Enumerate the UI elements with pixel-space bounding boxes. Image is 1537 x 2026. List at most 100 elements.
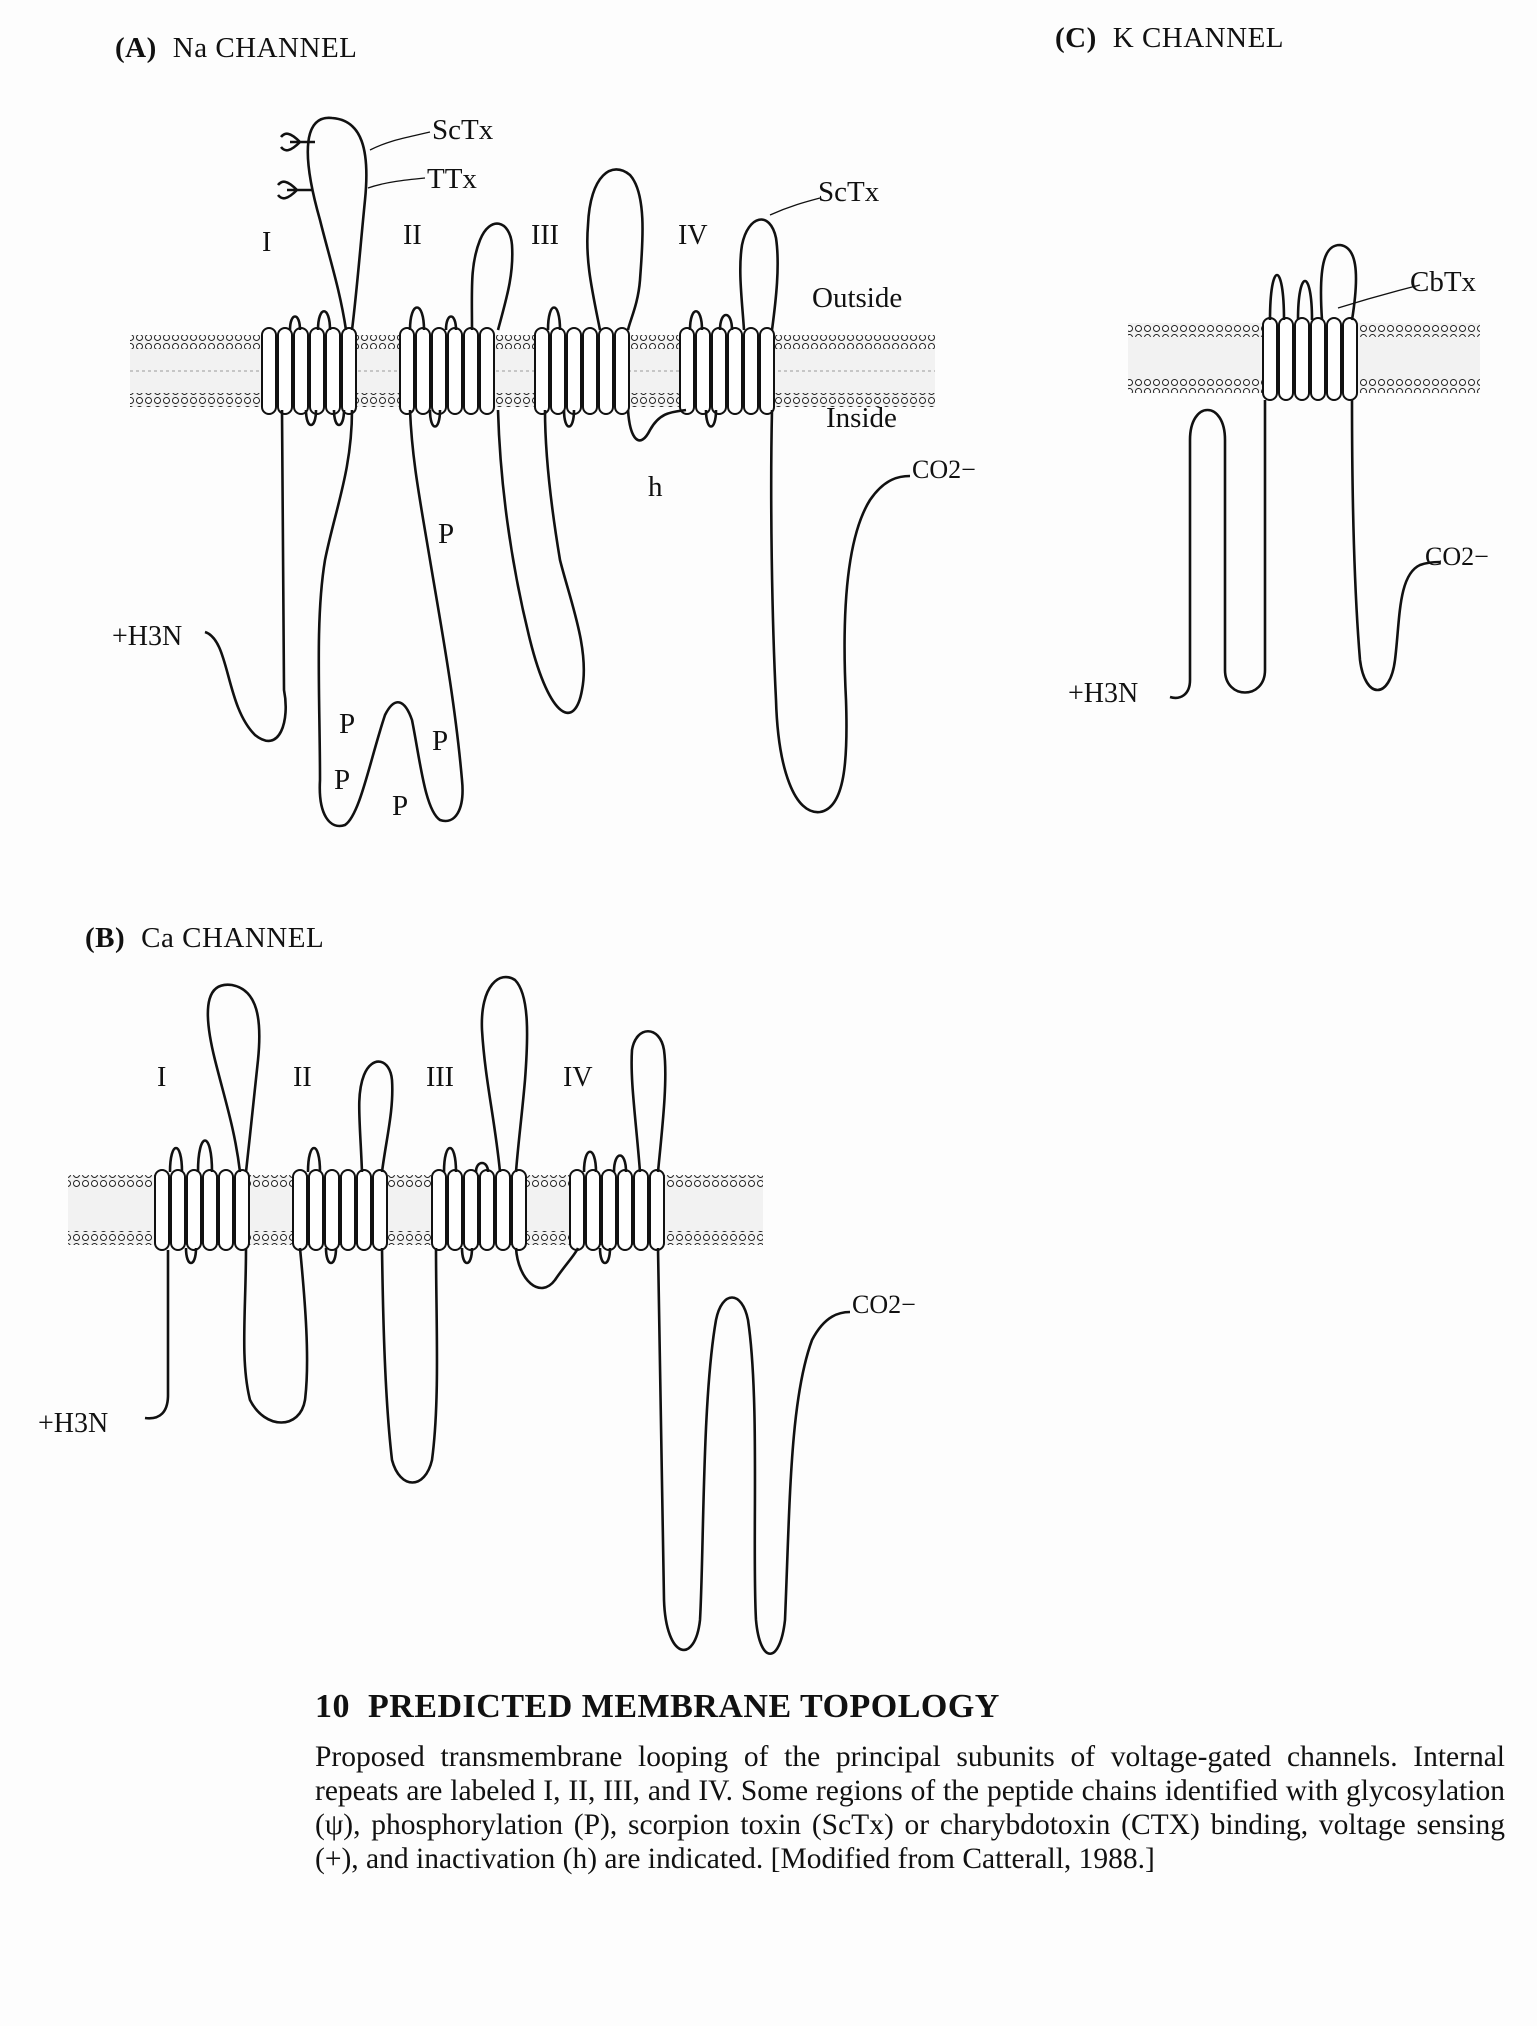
na-repeat-i-small-loops: [288, 309, 346, 427]
inactivation-h-label: h: [648, 471, 663, 503]
ca-n-terminus-label: +H3N: [38, 1408, 108, 1439]
figure-number: 10: [315, 1688, 350, 1725]
na-helix: [598, 327, 614, 415]
ca-repeat-i-extracellular-loop: [206, 983, 261, 1173]
k-helix: [1278, 317, 1294, 401]
ca-repeat-ii-helices: [292, 1169, 388, 1251]
ca-i-ii-cytoplasmic-loop: [242, 1247, 309, 1424]
na-n-terminal-tail: [204, 409, 287, 743]
na-peptide-chain: [204, 116, 911, 828]
panel-c-name: K CHANNEL: [1112, 22, 1285, 54]
sctx-label: ScTx: [432, 114, 494, 146]
na-repeat-ii-extracellular-loop: [470, 222, 514, 331]
ca-repeat-iii-helices: [431, 1169, 527, 1251]
sctx-leader: [769, 197, 821, 216]
n-terminus-label: +H3N: [112, 621, 182, 652]
ca-helix: [308, 1169, 324, 1251]
na-repeat-i-helices: [261, 327, 357, 415]
na-helix: [399, 327, 415, 415]
k-c-terminal-tail: [1350, 399, 1441, 692]
sctx-leader: [369, 131, 431, 151]
panel-b-label: (B)Ca CHANNEL: [85, 922, 324, 955]
k-channel-diagram: CbTx +H3N CO2−: [1068, 243, 1489, 709]
na-membrane: [130, 335, 935, 407]
k-helix: [1294, 317, 1310, 401]
ca-helix: [372, 1169, 388, 1251]
ca-helix: [649, 1169, 665, 1251]
k-helix: [1262, 317, 1278, 401]
na-ii-iii-cytoplasmic-loop: [496, 409, 586, 715]
na-iii-iv-inactivation-loop: [626, 408, 687, 442]
na-text-labels: ScTx TTx ScTx Outside Inside h I II III …: [112, 114, 976, 822]
ca-c-terminal-tail: [656, 1247, 851, 1655]
na-c-terminal-tail: [769, 409, 911, 814]
ca-repeat-i-label: I: [157, 1062, 166, 1093]
sctx-label: ScTx: [818, 176, 880, 208]
na-helix: [463, 327, 479, 415]
cbtx-leader: [1337, 284, 1421, 309]
ca-helix: [340, 1169, 356, 1251]
phosphorylation-p-label: P: [392, 790, 408, 822]
k-c-terminus-label: CO2−: [1425, 542, 1489, 571]
ca-text-labels: I II III IV +H3N CO2−: [38, 1062, 916, 1439]
na-helix: [447, 327, 463, 415]
na-helix: [431, 327, 447, 415]
ca-helix: [234, 1169, 250, 1251]
ca-channel-diagram: I II III IV +H3N CO2−: [38, 975, 916, 1655]
ca-repeat-ii-extracellular-loop: [357, 1060, 394, 1173]
k-helices: [1262, 317, 1358, 401]
topology-diagram: ScTx TTx ScTx Outside Inside h I II III …: [38, 114, 1489, 1655]
ca-helix: [431, 1169, 447, 1251]
ca-helix: [495, 1169, 511, 1251]
ca-repeat-iv-label: IV: [563, 1062, 593, 1093]
ca-repeat-iii-label: III: [426, 1062, 454, 1093]
na-repeat-ii-small-loops: [408, 306, 458, 428]
na-helix: [293, 327, 309, 415]
outside-label: Outside: [812, 282, 902, 314]
ca-peptide-chain: [144, 975, 851, 1655]
ca-repeat-iii-small-loops: [442, 1146, 490, 1265]
k-helix: [1310, 317, 1326, 401]
ca-helix: [617, 1169, 633, 1251]
repeat-iv-label: IV: [678, 220, 708, 251]
ca-helix: [447, 1169, 463, 1251]
ca-helix: [601, 1169, 617, 1251]
na-membrane-outer-leaflet: [130, 335, 935, 349]
k-n-terminal-tail: [1169, 400, 1267, 700]
ca-helix: [202, 1169, 218, 1251]
figure-title: 10 PREDICTED MEMBRANE TOPOLOGY: [315, 1688, 1505, 1726]
panel-a-letter: (A): [115, 32, 157, 64]
ca-repeat-iv-extracellular-loop: [630, 1030, 667, 1173]
ttx-leader: [367, 177, 426, 189]
ca-ii-iii-cytoplasmic-loop: [380, 1247, 439, 1484]
figure-title-text: PREDICTED MEMBRANE TOPOLOGY: [368, 1688, 1000, 1725]
na-helix: [550, 327, 566, 415]
na-helix: [261, 327, 277, 415]
ca-c-terminus-label: CO2−: [852, 1290, 916, 1319]
ca-helix: [218, 1169, 234, 1251]
ca-helix: [154, 1169, 170, 1251]
c-terminus-label: CO2−: [912, 455, 976, 484]
na-helix: [341, 327, 357, 415]
ca-helix: [479, 1169, 495, 1251]
ca-repeat-i-small-loops: [168, 1139, 214, 1265]
na-helix: [614, 327, 630, 415]
ca-repeat-iv-small-loops: [582, 1150, 628, 1265]
ca-helix: [569, 1169, 585, 1251]
ca-helix: [292, 1169, 308, 1251]
na-helices: [261, 327, 775, 415]
ca-repeat-iv-helices: [569, 1169, 665, 1251]
na-helix: [566, 327, 582, 415]
repeat-iii-label: III: [531, 220, 559, 251]
na-repeat-iii-small-loops: [546, 306, 576, 428]
ca-repeat-ii-label: II: [293, 1062, 312, 1093]
ca-helix: [585, 1169, 601, 1251]
phosphorylation-p-label: P: [438, 518, 454, 550]
ca-helices: [154, 1169, 665, 1251]
cbtx-label: CbTx: [1410, 266, 1477, 298]
phosphorylation-p-label: P: [339, 708, 355, 740]
ca-repeat-iii-extracellular-loop: [480, 975, 529, 1173]
glycosylation-icon: [279, 132, 315, 152]
k-helix: [1326, 317, 1342, 401]
